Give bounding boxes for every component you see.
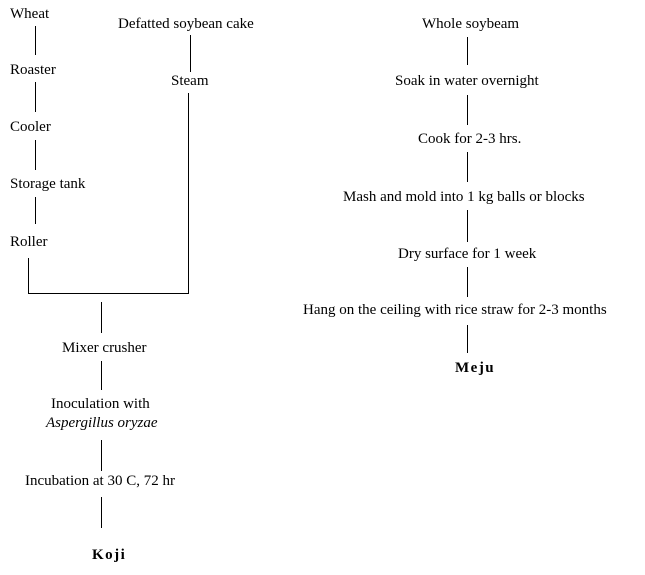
connector-mixer-inoculation	[101, 361, 102, 390]
connector-cake-steam	[190, 35, 191, 72]
node-cook: Cook for 2-3 hrs.	[418, 131, 522, 147]
node-incubation: Incubation at 30 C, 72 hr	[25, 473, 175, 489]
connector-soybean-soak	[467, 37, 468, 65]
connector-cooler-storage	[35, 140, 36, 170]
node-dry-surface: Dry surface for 1 week	[398, 246, 537, 262]
connector-junction-mixer	[101, 302, 102, 333]
node-cooler: Cooler	[10, 119, 51, 135]
connector-storage-roller	[35, 197, 36, 224]
node-koji-product: Koji	[92, 547, 127, 563]
node-inoculation-line1: Inoculation with	[51, 396, 150, 412]
node-steam: Steam	[171, 73, 209, 89]
connector-dry-hang	[467, 267, 468, 297]
junction-bar	[28, 293, 189, 294]
node-mixer-crusher: Mixer crusher	[62, 340, 147, 356]
node-mash-and-mold: Mash and mold into 1 kg balls or blocks	[343, 189, 585, 205]
node-meju-product: Meju	[455, 360, 496, 376]
connector-hang-meju	[467, 325, 468, 353]
node-storage-tank: Storage tank	[10, 176, 86, 192]
connector-wheat-roaster	[35, 26, 36, 55]
connector-roaster-cooler	[35, 82, 36, 112]
connector-steam-junction	[188, 93, 189, 293]
connector-inoculation-incubation	[101, 440, 102, 471]
node-inoculation-organism: Aspergillus oryzae	[46, 415, 158, 431]
connector-mash-dry	[467, 210, 468, 242]
node-roaster: Roaster	[10, 62, 56, 78]
node-defatted-soybean-cake: Defatted soybean cake	[118, 16, 254, 32]
node-wheat: Wheat	[10, 6, 50, 22]
node-hang-ceiling: Hang on the ceiling with rice straw for …	[303, 302, 607, 318]
connector-soak-cook	[467, 95, 468, 125]
node-soak: Soak in water overnight	[395, 73, 539, 89]
node-roller: Roller	[10, 234, 48, 250]
connector-cook-mash	[467, 152, 468, 182]
connector-roller-junction	[28, 258, 29, 294]
node-whole-soybean: Whole soybeam	[422, 16, 520, 32]
connector-incubation-koji	[101, 497, 102, 528]
